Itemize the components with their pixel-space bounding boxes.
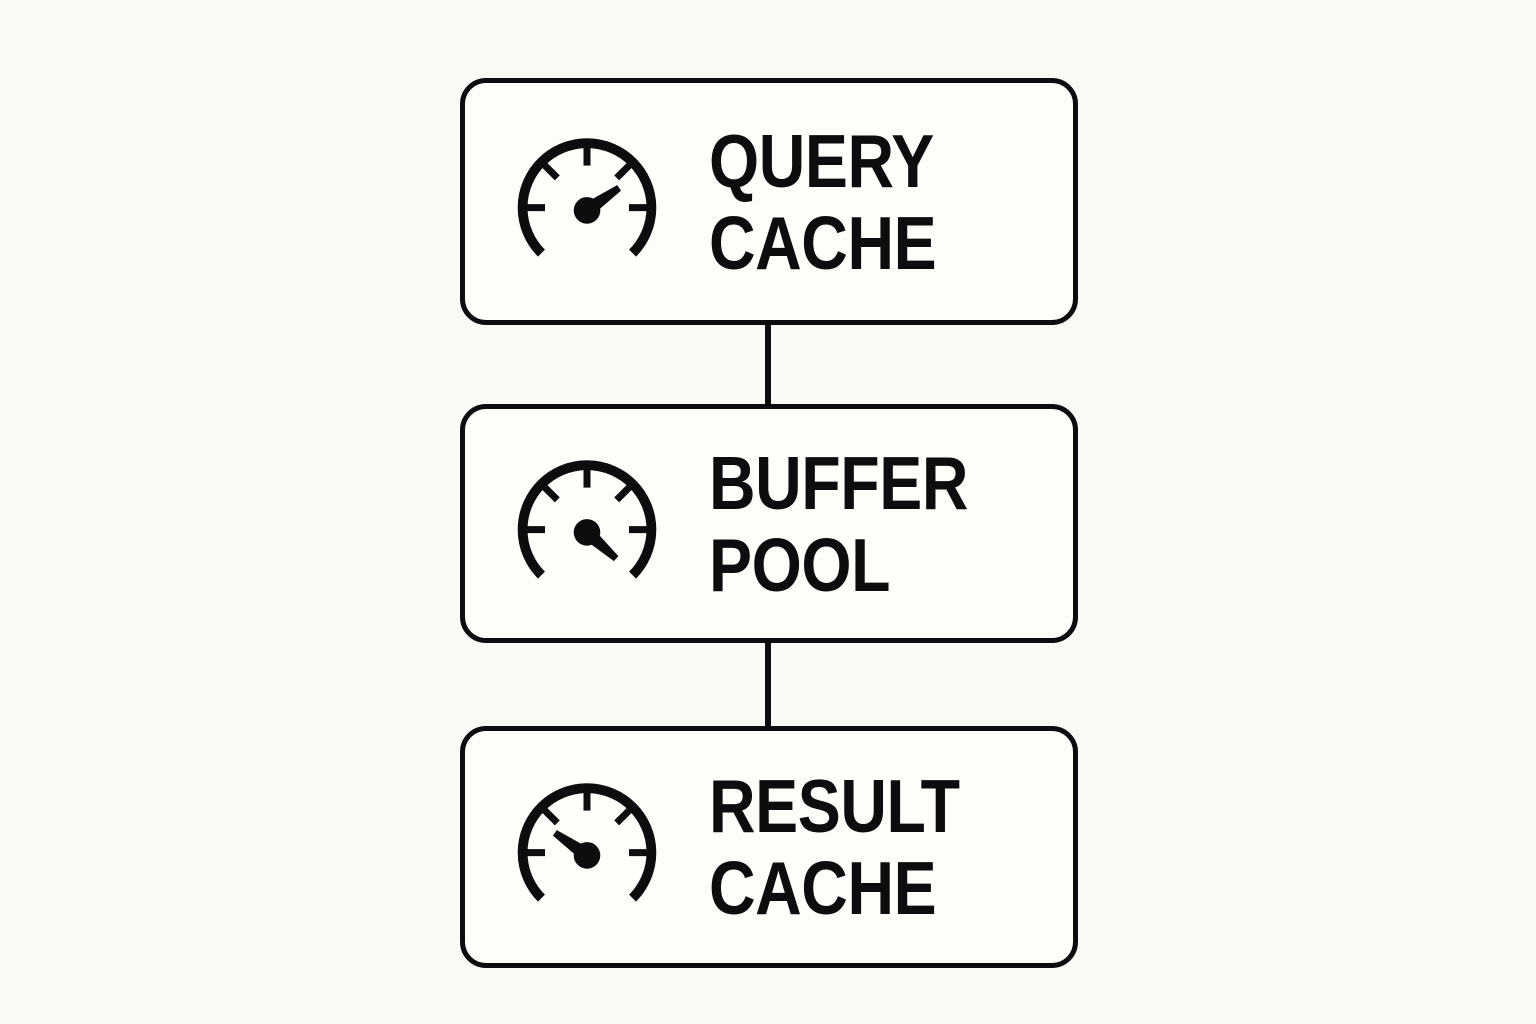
node-label-line: CACHE (709, 846, 937, 930)
gauge-needle (573, 184, 622, 224)
connector-buffer-to-result (765, 643, 771, 726)
node-query-cache: QUERY CACHE (460, 78, 1078, 325)
node-label: RESULT CACHE (709, 765, 960, 929)
node-buffer-pool: BUFFER POOL (460, 404, 1078, 643)
node-label-line: BUFFER (709, 440, 968, 525)
node-label: QUERY CACHE (709, 118, 937, 285)
node-label-line: CACHE (709, 200, 937, 285)
connector-query-to-buffer (765, 325, 771, 404)
node-label-line: RESULT (709, 764, 960, 848)
gauge-needle (573, 518, 619, 561)
speedometer-gauge-icon (517, 454, 657, 594)
gauge-needle (552, 830, 601, 869)
node-label: BUFFER POOL (709, 442, 968, 606)
node-label-line: QUERY (709, 118, 934, 203)
speedometer-gauge-icon (517, 777, 657, 917)
speedometer-gauge-icon (517, 132, 657, 272)
node-label-line: POOL (709, 522, 891, 607)
node-result-cache: RESULT CACHE (460, 726, 1078, 968)
